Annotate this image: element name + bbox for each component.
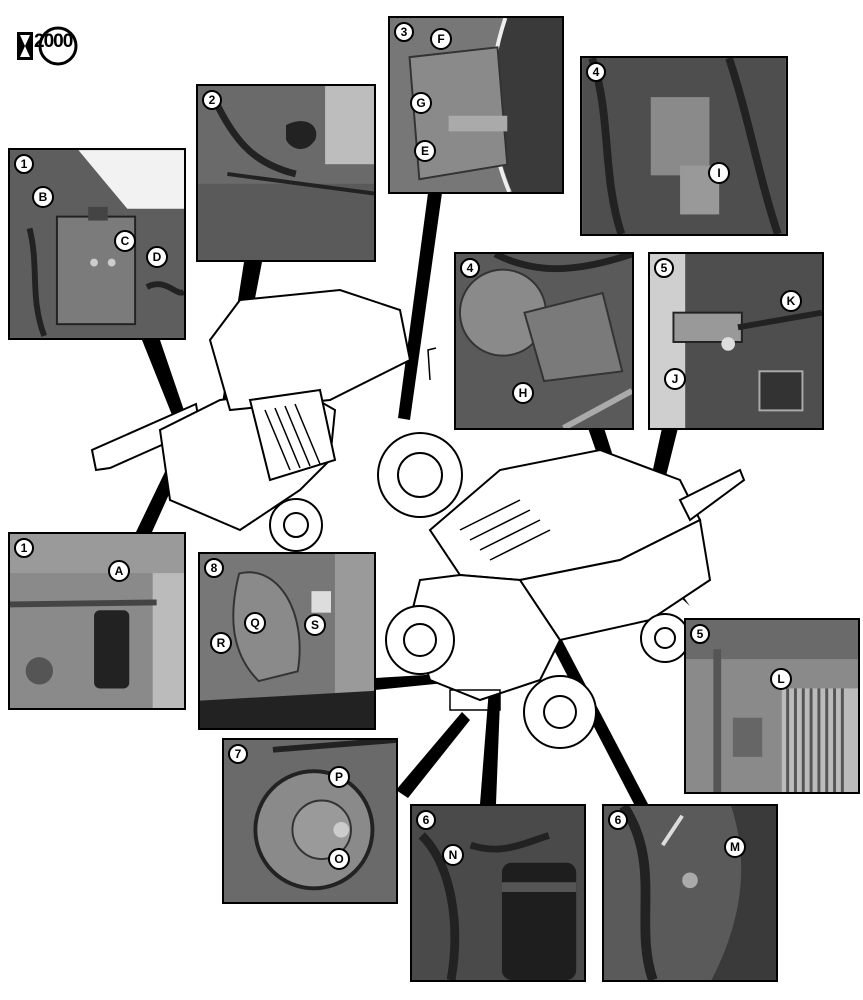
- callout-h: H: [512, 382, 534, 404]
- callout-d: D: [146, 246, 168, 268]
- callout-e: E: [414, 140, 436, 162]
- panel-photo: [456, 254, 632, 428]
- panel-photo: [198, 86, 374, 260]
- panel-number: 1: [14, 538, 34, 558]
- panel-number: 2: [202, 90, 222, 110]
- panel-number: 4: [586, 62, 606, 82]
- panel-photo: [650, 254, 822, 428]
- detail-panel-1a: 1 B C D: [8, 148, 186, 340]
- panel-number: 8: [204, 558, 224, 578]
- detail-panel-5b: 5 L: [684, 618, 860, 794]
- callout-f: F: [430, 28, 452, 50]
- panel-photo: [10, 534, 184, 708]
- callout-r: R: [210, 632, 232, 654]
- detail-panel-7: 7 P O: [222, 738, 398, 904]
- callout-c: C: [114, 230, 136, 252]
- detail-panel-5a: 5 K J: [648, 252, 824, 430]
- panel-number: 3: [394, 22, 414, 42]
- panel-number: 5: [690, 624, 710, 644]
- detail-panel-4b: 4 H: [454, 252, 634, 430]
- panel-number: 4: [460, 258, 480, 278]
- panel-photo: [224, 740, 396, 902]
- detail-panel-1b: 1 A: [8, 532, 186, 710]
- callout-n: N: [442, 844, 464, 866]
- detail-panel-4a: 4 I: [580, 56, 788, 236]
- panel-photo: [200, 554, 374, 728]
- callout-i: I: [708, 162, 730, 184]
- detail-panel-8: 8 R Q S: [198, 552, 376, 730]
- callout-o: O: [328, 848, 350, 870]
- panel-number: 5: [654, 258, 674, 278]
- panel-number: 7: [228, 744, 248, 764]
- panel-photo: [604, 806, 776, 980]
- hourglass-icon: [17, 26, 78, 66]
- detail-panel-3: 3 F G E: [388, 16, 564, 194]
- panel-photo: [10, 150, 184, 338]
- callout-g: G: [410, 92, 432, 114]
- panel-number: 6: [416, 810, 436, 830]
- callout-b: B: [32, 186, 54, 208]
- panel-number: 6: [608, 810, 628, 830]
- callout-j: J: [664, 368, 686, 390]
- detail-panel-6b: 6 M: [602, 804, 778, 982]
- logo-text: 2000: [34, 31, 73, 52]
- panel-photo: [412, 806, 584, 980]
- callout-a: A: [108, 560, 130, 582]
- panel-number: 1: [14, 154, 34, 174]
- callout-l: L: [770, 668, 792, 690]
- panel-photo: [686, 620, 858, 792]
- panel-photo: [582, 58, 786, 234]
- callout-k: K: [780, 290, 802, 312]
- callout-m: M: [724, 836, 746, 858]
- callout-q: Q: [244, 612, 266, 634]
- detail-panel-2: 2: [196, 84, 376, 262]
- callout-s: S: [304, 614, 326, 636]
- callout-p: P: [328, 766, 350, 788]
- detail-panel-6a: 6 N: [410, 804, 586, 982]
